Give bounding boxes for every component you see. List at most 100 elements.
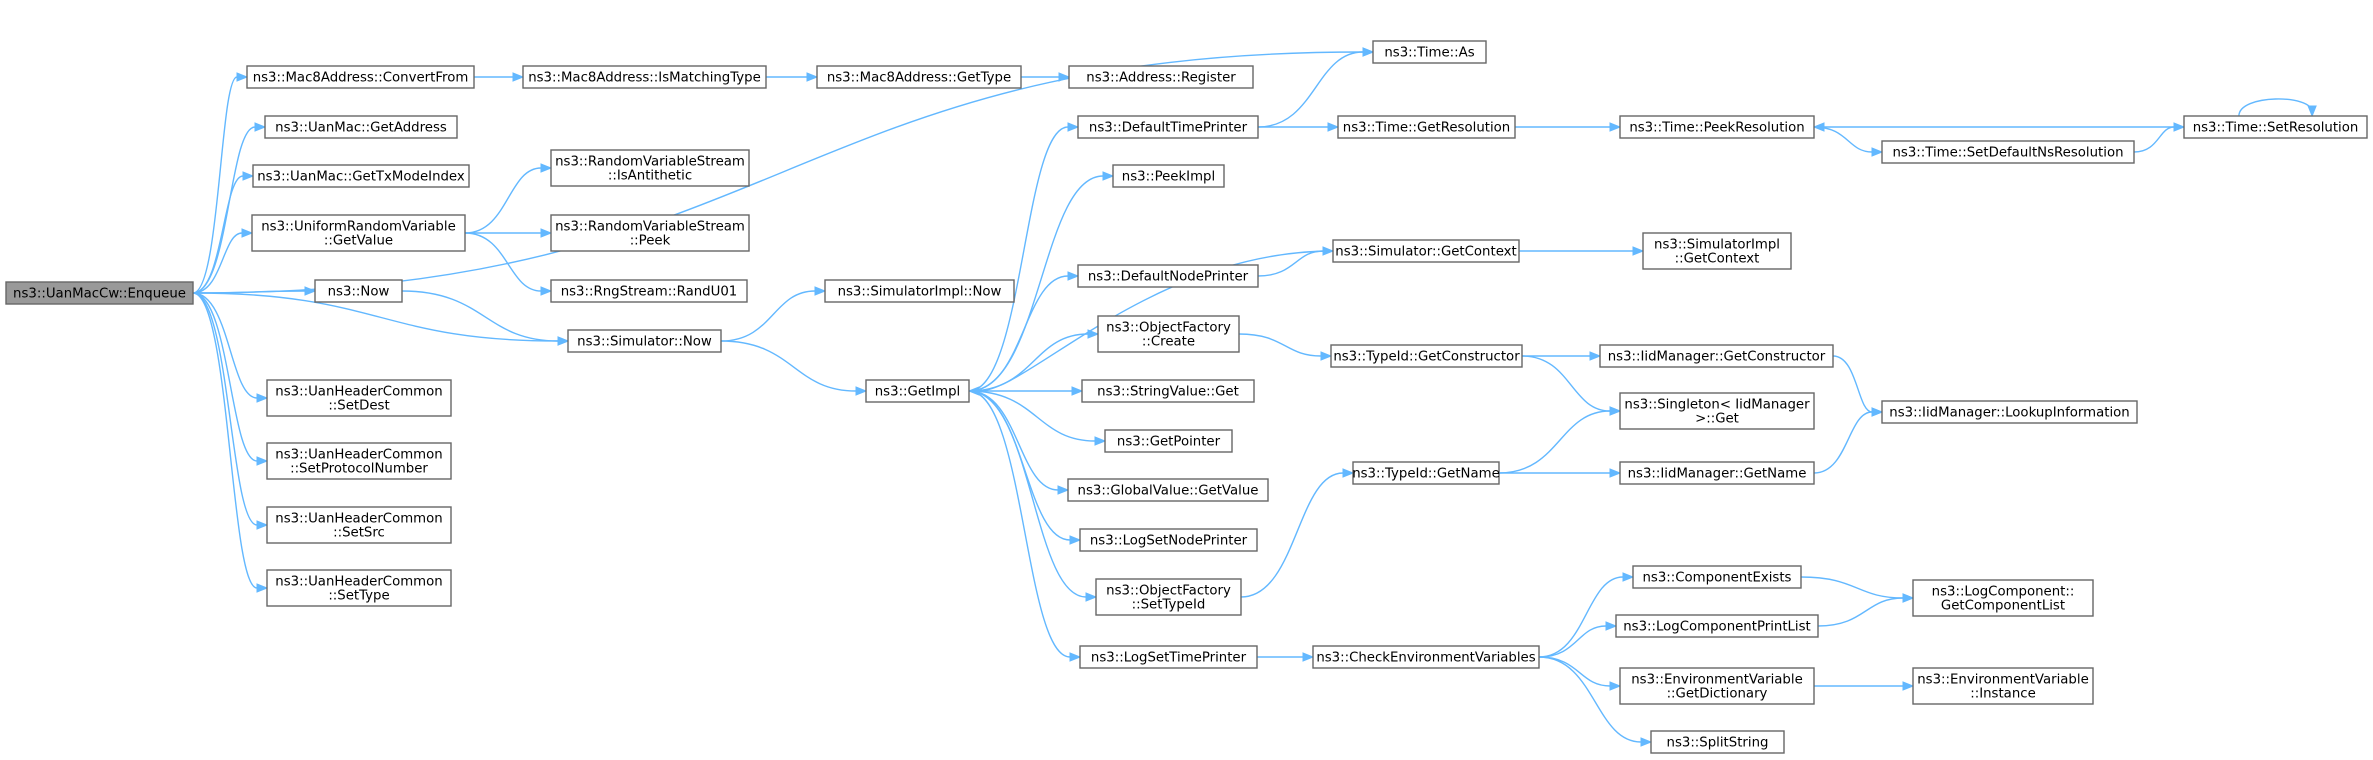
node-setProtocolNumber[interactable]: ns3::UanHeaderCommon::SetProtocolNumber	[266, 442, 452, 480]
edge-defaultTimePrinter-to-timeAs	[1257, 47, 1375, 128]
node-iidLookupInformation[interactable]: ns3::IidManager::LookupInformation	[1881, 400, 2138, 424]
node-defaultNodePrinter[interactable]: ns3::DefaultNodePrinter	[1077, 264, 1259, 288]
node-defaultTimePrinter[interactable]: ns3::DefaultTimePrinter	[1077, 115, 1259, 139]
node-logComponentGetList[interactable]: ns3::LogComponent::GetComponentList	[1912, 579, 2094, 617]
node-stringValueGet[interactable]: ns3::StringValue::Get	[1081, 379, 1255, 403]
node-logComponentPrintList[interactable]: ns3::LogComponentPrintList	[1615, 614, 1819, 638]
node-addrRegister[interactable]: ns3::Address::Register	[1068, 65, 1254, 89]
edge-arrowhead	[1640, 737, 1653, 747]
edge-line	[968, 390, 1096, 442]
edge-arrowhead	[540, 163, 553, 173]
edge-line	[192, 76, 238, 294]
node-singletonGet[interactable]: ns3::Singleton< IidManager >::Get	[1619, 392, 1815, 430]
edge-line	[968, 126, 1069, 392]
node-convertFrom[interactable]: ns3::Mac8Address::ConvertFrom	[246, 65, 475, 89]
node-timeSetResolution[interactable]: ns3::Time::SetResolution	[2183, 115, 2368, 139]
edge-arrowhead	[1071, 386, 1084, 396]
node-getPointer[interactable]: ns3::GetPointer	[1104, 429, 1233, 453]
node-typeIdGetName[interactable]: ns3::TypeId::GetName	[1352, 461, 1500, 485]
node-iidGetConstructor[interactable]: ns3::IidManager::GetConstructor	[1599, 344, 1834, 368]
edge-line	[464, 167, 542, 234]
node-box	[865, 379, 970, 403]
node-simNow[interactable]: ns3::Simulator::Now	[567, 329, 722, 353]
edge-line	[968, 333, 1089, 392]
edge-timeSetResolution-to-timePeekResolution	[1812, 122, 2184, 132]
node-label: ns3::UanHeaderCommon	[275, 385, 442, 400]
node-now[interactable]: ns3::Now	[314, 279, 403, 303]
node-label: ns3::TypeId::GetName	[1352, 467, 1500, 482]
node-ofCreate[interactable]: ns3::ObjectFactory::Create	[1097, 315, 1240, 353]
node-simGetContext[interactable]: ns3::Simulator::GetContext	[1332, 239, 1520, 263]
edge-line	[1813, 411, 1873, 474]
node-box	[1619, 667, 1815, 705]
node-logSetTimePrinter[interactable]: ns3::LogSetTimePrinter	[1079, 645, 1258, 669]
node-box	[1599, 344, 1834, 368]
node-label: ns3::RandomVariableStream	[555, 155, 745, 170]
edge-typeIdGetConstructor-to-iidGetConstructor	[1522, 351, 1602, 361]
node-box	[1337, 115, 1516, 139]
edge-macGetType-to-addrRegister	[1020, 72, 1071, 82]
node-timeAs[interactable]: ns3::Time::As	[1372, 40, 1487, 64]
edge-line	[192, 292, 258, 589]
node-box	[1619, 461, 1815, 485]
node-macGetType[interactable]: ns3::Mac8Address::GetType	[816, 65, 1022, 89]
edge-arrowhead	[855, 386, 868, 396]
edge-arrowhead	[1069, 535, 1082, 545]
edge-convertFrom-to-isMatchingType	[473, 72, 525, 82]
node-urvGetValue[interactable]: ns3::UniformRandomVariable::GetValue	[251, 214, 466, 252]
edge-arrowhead	[1812, 122, 1825, 132]
node-ofSetTypeId[interactable]: ns3::ObjectFactory::SetTypeId	[1095, 578, 1242, 616]
node-simImplGetContext[interactable]: ns3::SimulatorImpl::GetContext	[1642, 232, 1792, 270]
node-rvsIsAntithetic[interactable]: ns3::RandomVariableStream::IsAntithetic	[550, 149, 750, 187]
node-box	[314, 279, 403, 303]
edge-arrowhead	[236, 72, 249, 82]
edge-line	[1832, 355, 1873, 413]
node-box	[1912, 667, 2094, 705]
node-timeGetResolution[interactable]: ns3::Time::GetResolution	[1337, 115, 1516, 139]
node-checkEnvVars[interactable]: ns3::CheckEnvironmentVariables	[1312, 645, 1540, 669]
edge-root-to-convertFrom	[192, 72, 249, 294]
node-gvGetValue[interactable]: ns3::GlobalValue::GetValue	[1067, 478, 1269, 502]
node-isMatchingType[interactable]: ns3::Mac8Address::IsMatchingType	[522, 65, 767, 89]
node-envVarInstance[interactable]: ns3::EnvironmentVariable::Instance	[1912, 667, 2094, 705]
node-label: >::Get	[1695, 412, 1739, 427]
node-simImplNow[interactable]: ns3::SimulatorImpl::Now	[824, 279, 1015, 303]
node-setType[interactable]: ns3::UanHeaderCommon::SetType	[266, 569, 452, 607]
node-label: ns3::ComponentExists	[1642, 571, 1791, 586]
node-setDefaultNsResolution[interactable]: ns3::Time::SetDefaultNsResolution	[1881, 140, 2135, 164]
node-root[interactable]: ns3::UanMacCw::Enqueue	[5, 281, 194, 305]
node-box	[1642, 232, 1792, 270]
node-label: ns3::LogSetTimePrinter	[1091, 651, 1247, 666]
edge-getImpl-to-defaultTimePrinter	[968, 122, 1080, 392]
node-iidGetName[interactable]: ns3::IidManager::GetName	[1619, 461, 1815, 485]
node-getTxModeIndex[interactable]: ns3::UanMac::GetTxModeIndex	[252, 164, 470, 188]
node-getImpl[interactable]: ns3::GetImpl	[865, 379, 970, 403]
node-timePeekResolution[interactable]: ns3::Time::PeekResolution	[1619, 115, 1815, 139]
node-label: ns3::IidManager::LookupInformation	[1889, 406, 2129, 421]
edge-line	[1817, 597, 1904, 627]
edge-checkEnvVars-to-splitString	[1538, 656, 1653, 747]
node-typeIdGetConstructor[interactable]: ns3::TypeId::GetConstructor	[1330, 344, 1523, 368]
node-setSrc[interactable]: ns3::UanHeaderCommon::SetSrc	[266, 506, 452, 544]
node-getAddress[interactable]: ns3::UanMac::GetAddress	[264, 115, 458, 139]
edge-arrowhead	[1589, 351, 1602, 361]
node-componentExists[interactable]: ns3::ComponentExists	[1632, 565, 1802, 589]
node-logSetNodePrinter[interactable]: ns3::LogSetNodePrinter	[1079, 528, 1258, 552]
node-randU01[interactable]: ns3::RngStream::RandU01	[550, 279, 748, 303]
node-setDest[interactable]: ns3::UanHeaderCommon::SetDest	[266, 379, 452, 417]
node-label: ns3::EnvironmentVariable	[1917, 673, 2089, 688]
node-peekImpl[interactable]: ns3::PeekImpl	[1112, 164, 1225, 188]
edge-line	[1257, 250, 1324, 277]
edge-line	[192, 292, 258, 462]
node-splitString[interactable]: ns3::SplitString	[1650, 730, 1785, 754]
node-box	[1079, 645, 1258, 669]
node-box	[1095, 578, 1242, 616]
node-envVarGetDictionary[interactable]: ns3::EnvironmentVariable::GetDictionary	[1619, 667, 1815, 705]
call-graph-edges	[192, 47, 2317, 747]
edge-line	[1240, 472, 1344, 598]
edge-arrowhead	[256, 583, 269, 593]
edge-arrowhead	[540, 286, 553, 296]
node-box	[824, 279, 1015, 303]
node-rvsPeek[interactable]: ns3::RandomVariableStream::Peek	[550, 214, 750, 252]
edge-arrowhead	[540, 228, 553, 238]
